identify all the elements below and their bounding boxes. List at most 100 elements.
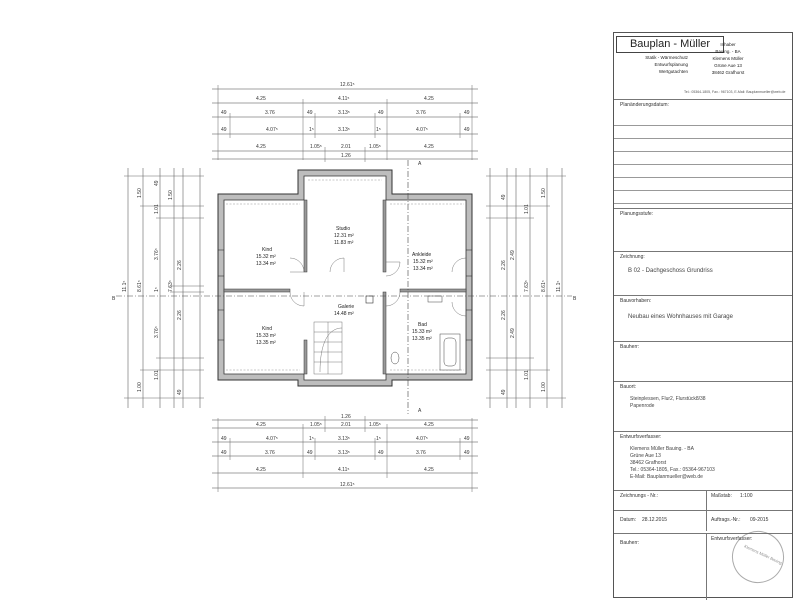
dim-text: 2.26 (177, 310, 183, 320)
changes-row: Planänderungsdatum: (614, 99, 792, 213)
drawing-row: Zeichnung: B 02 - Dachgeschoss Grundriss (614, 251, 792, 289)
dim-text: 49 (221, 110, 227, 116)
dim-text: 49 (221, 436, 227, 442)
dim-text: 2.26 (177, 260, 183, 270)
builder-row: Bauherr: (614, 341, 792, 381)
service-line: Entwurfsplanung (654, 62, 688, 67)
room-area: 13.35 m² (256, 340, 276, 346)
dim-text: 11.1⁵ (556, 281, 562, 292)
designer-label: Entwurfsverfasser: (620, 434, 662, 440)
designer-line: Tel.: 05364-1805, Fax.: 05364-967103 (630, 467, 715, 473)
dim-text: 3.76 (416, 450, 426, 456)
drawing-value: B 02 - Dachgeschoss Grundriss (628, 268, 713, 274)
left-dimension-lines (124, 168, 204, 408)
dim-text: 4.25 (256, 422, 266, 428)
dim-text: 11.1⁵ (122, 281, 128, 292)
company-contact: Tel.: 05364-1805, Fax.: 967103, E-Mail: … (684, 90, 786, 94)
dim-text: 3.76 (265, 450, 275, 456)
dim-text: 49 (464, 110, 470, 116)
date-label: Datum: (620, 517, 637, 523)
site-line: Steinplessen, Flur2, Flurstück8/38 (630, 396, 706, 402)
room-labels: Kind 15.32 m² 13.34 m² Ankleide 15.32 m²… (256, 226, 433, 346)
dim-text: 4.25 (424, 144, 434, 150)
drawing-no-label: Zeichnungs - Nr.: (620, 493, 659, 499)
dim-text: 8.61⁵ (541, 280, 547, 292)
dim-text: 4.07⁵ (266, 127, 278, 133)
project-label: Bauvorhaben: (620, 298, 652, 304)
dim-overall-bottom: 12.61⁵ (340, 482, 355, 488)
scale-label: Maßstab: (711, 493, 732, 499)
room-name: Bad (418, 322, 427, 328)
owner-line: Grüne Aue 13 (714, 63, 742, 68)
dim-overall-top: 12.61⁵ (340, 82, 355, 88)
company-services: Statik - Wärmeschutz Entwurfsplanung Wer… (618, 54, 688, 75)
left-dimension-texts: 11.1⁵ 1.50 8.61⁵ 1.00 49 1.01 3.76⁵ 1⁵ 3… (112, 180, 183, 395)
project-value: Neubau eines Wohnhauses mit Garage (628, 314, 733, 320)
room-name: Kind (262, 326, 272, 332)
site-row: Bauort: Steinplessen, Flur2, Flurstück8/… (614, 381, 792, 429)
dim-text: 8.61⁵ (137, 280, 143, 292)
dim-text: 2.26 (501, 260, 507, 270)
dim-text: 1.50 (168, 190, 174, 200)
dim-text: 1.01 (154, 370, 160, 380)
owner-sign-label: Bauherr: (620, 540, 640, 546)
dim-text: 3.13⁵ (338, 450, 350, 456)
dim-text: 2.01 (341, 144, 351, 150)
section-mark-a-bottom: A (418, 408, 422, 414)
bottom-dimension-texts: 1.26 4.25 1.05⁵ 2.01 1.05⁵ 4.25 49 4.07⁵… (221, 414, 470, 488)
project-row: Bauvorhaben: Neubau eines Wohnhauses mit… (614, 295, 792, 341)
designer-line: Grüne Aue 13 (630, 453, 661, 459)
dim-text: 4.11⁵ (338, 467, 349, 473)
dim-text: 49 (154, 180, 160, 186)
dim-text: 1⁵ (309, 436, 314, 442)
dim-text: 49 (464, 127, 470, 133)
room-area: 13.34 m² (413, 266, 433, 272)
dim-text: 4.07⁵ (416, 436, 428, 442)
designer-line: 38462 Grafhorst (630, 460, 667, 466)
designer-row: Entwurfsverfasser: Klemens Müller Bauing… (614, 431, 792, 489)
dim-text: 4.11⁵ (338, 96, 349, 102)
dim-text: 2.26 (501, 310, 507, 320)
dim-text: 1⁵ (309, 127, 314, 133)
dim-text: 7.63⁵ (524, 280, 530, 292)
site-label: Bauort: (620, 384, 637, 390)
dim-text: 49 (221, 127, 227, 133)
dim-text: 1.26 (341, 153, 351, 159)
dim-text: 1⁵ (376, 127, 381, 133)
designer-sign-label: Entwurfsverfasser: (711, 536, 753, 542)
dim-text: 49 (501, 194, 507, 200)
section-mark-b-right: B (573, 296, 577, 302)
designer-address: Klemens Müller Bauing. - BA Grüne Aue 13… (630, 446, 715, 481)
room-area: 13.35 m² (412, 336, 432, 342)
dim-text: 1.00 (137, 382, 143, 392)
dim-text: 3.76 (265, 110, 275, 116)
site-line: Papenrode (630, 403, 655, 409)
bottom-dimension-lines (212, 416, 478, 492)
room-area: 15.33 m² (256, 333, 276, 339)
dim-text: 3.13⁵ (338, 436, 350, 442)
owner-line: Bauing. - BA (715, 49, 741, 54)
signature-row: Bauherr: Entwurfsverfasser: (614, 533, 792, 600)
right-dimension-texts: 11.1⁵ 1.50 8.61⁵ 1.00 1.01 7.63⁵ 1.01 2.… (501, 188, 577, 395)
stage-label: Planungsstufe: (620, 211, 654, 217)
dim-text: 49 (307, 450, 313, 456)
room-name: Studio (336, 226, 350, 232)
room-area: 12.31 m² (334, 233, 354, 239)
room-name: Kind (262, 247, 272, 253)
company-owner: Inhaber Bauing. - BA Klemens Müller Grün… (698, 41, 758, 76)
dim-text: 1.01 (524, 204, 530, 214)
builder-label: Bauherr: (620, 344, 640, 350)
right-dimension-lines (486, 168, 566, 408)
designer-line: Klemens Müller Bauing. - BA (630, 446, 694, 452)
room-area: 15.32 m² (413, 259, 433, 265)
dim-text: 1.50 (137, 188, 143, 198)
dim-text: 1.05⁵ (310, 422, 322, 428)
dim-text: 49 (177, 389, 183, 395)
dim-text: 4.25 (256, 96, 266, 102)
designer-line: E-Mail: Bauplanmueller@web.de (630, 474, 703, 480)
site-address: Steinplessen, Flur2, Flurstück8/38 Papen… (630, 396, 706, 410)
dim-text: 49 (378, 110, 384, 116)
building-walls (116, 160, 572, 414)
changes-lines (614, 113, 792, 213)
